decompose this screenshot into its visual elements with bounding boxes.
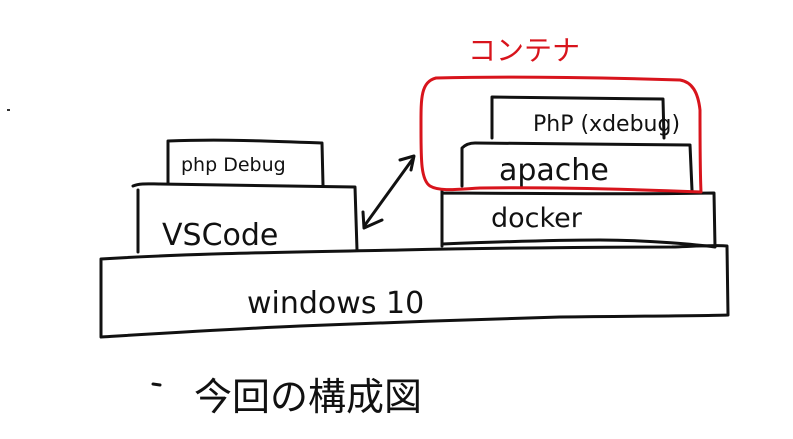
container-outline: [419, 75, 703, 194]
connection-arrow: [361, 154, 416, 230]
vscode-label: VSCode: [162, 218, 278, 253]
caption-group: 今回の構成図: [151, 375, 422, 419]
apache-box: apache: [460, 141, 694, 192]
apache-outline: [460, 141, 694, 192]
php-xdebug-outline: [490, 95, 666, 140]
php-debug-label: php Debug: [181, 154, 286, 176]
windows-10-label: windows 10: [247, 286, 424, 321]
container-group: コンテナ: [419, 34, 703, 194]
arrow-head-bottom-icon: [361, 210, 384, 230]
caption-title: 今回の構成図: [194, 375, 422, 419]
windows-10-outline: [99, 244, 730, 339]
php-debug-box: php Debug: [166, 138, 325, 187]
caption-bullet-mark: [151, 382, 162, 387]
docker-label: docker: [491, 203, 583, 234]
vscode-outline: [131, 182, 359, 254]
arrow-head-top-icon: [398, 154, 416, 172]
windows-10-box: windows 10: [99, 244, 730, 339]
apache-label: apache: [499, 153, 609, 188]
php-xdebug-box: PhP (xdebug): [490, 95, 680, 140]
arrow-shaft: [363, 158, 414, 227]
vscode-box: VSCode: [131, 182, 359, 254]
container-label: コンテナ: [468, 34, 580, 67]
docker-outline: [440, 189, 717, 249]
stray-mark: [7, 109, 10, 111]
php-debug-outline: [166, 138, 325, 187]
docker-box: docker: [440, 189, 717, 249]
php-xdebug-label: PhP (xdebug): [533, 112, 680, 137]
